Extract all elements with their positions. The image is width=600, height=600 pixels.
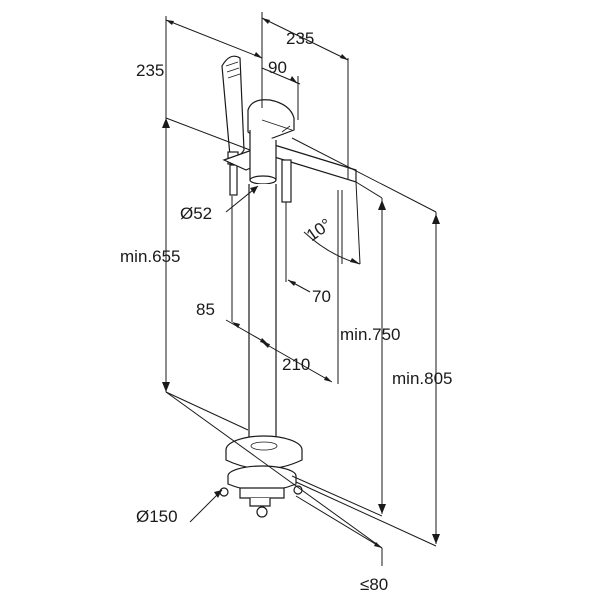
- dim-hand-shower-diameter: Ø52: [180, 185, 259, 223]
- dim-spout-offset: 90: [261, 58, 301, 120]
- floor-mount: [219, 465, 303, 518]
- hand-shower: [221, 55, 245, 196]
- label-width-top-right: 235: [286, 29, 314, 48]
- dim-min-height-spout: min.750: [291, 181, 400, 517]
- base-plate: [225, 435, 303, 470]
- dim-min-height-total: min.805: [291, 137, 452, 547]
- dim-width-top-left: 235: [136, 16, 263, 118]
- label-base-diameter: Ø150: [136, 507, 178, 526]
- dim-width-top-right: 235: [261, 12, 349, 180]
- label-floor-depth: ≤80: [360, 575, 388, 594]
- label-tilt-angle: 10°: [303, 215, 335, 245]
- dim-lever-offset: 70: [285, 202, 331, 306]
- dim-tilt-angle: 10°: [303, 181, 361, 265]
- label-min-height-total: min.805: [392, 369, 452, 388]
- label-spout-reach: 210: [282, 355, 310, 374]
- label-min-height-spout: min.750: [340, 325, 400, 344]
- label-spout-offset: 90: [268, 58, 287, 77]
- faucet-outline: [219, 55, 357, 518]
- dim-floor-depth: ≤80: [165, 391, 388, 594]
- label-min-height-hose: min.655: [120, 247, 180, 266]
- dimensions: 235 90 235 min.655: [120, 12, 452, 594]
- main-column: [248, 184, 277, 447]
- label-lever-offset: 70: [312, 287, 331, 306]
- dim-column-offset: 85: [196, 196, 269, 345]
- spout-head: [247, 99, 357, 183]
- lever: [281, 159, 292, 203]
- dim-base-diameter: Ø150: [136, 489, 223, 526]
- dim-min-height-hose: min.655: [120, 117, 251, 431]
- dim-spout-reach: 210: [261, 190, 339, 384]
- label-hand-shower-diameter: Ø52: [180, 204, 212, 223]
- label-column-offset: 85: [196, 300, 215, 319]
- label-width-top-left: 235: [136, 61, 164, 80]
